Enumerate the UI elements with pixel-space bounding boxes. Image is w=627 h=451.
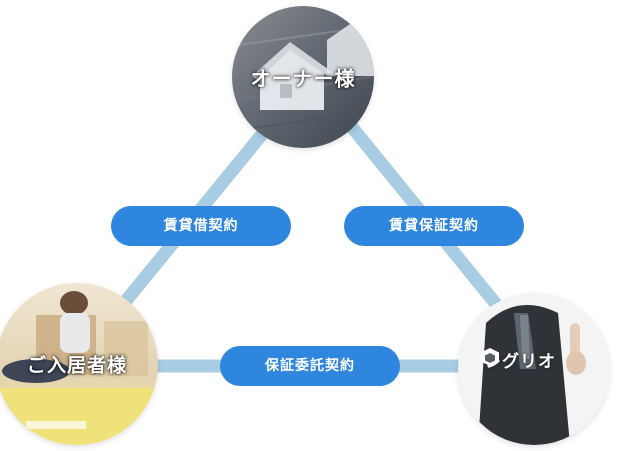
tenant-label: ご入居者様 (26, 354, 127, 377)
guarantee-consignment-contract-pill: 保証委託契約 (220, 346, 400, 386)
lease-guarantee-contract-pill: 賃貸保証契約 (344, 206, 524, 246)
tenant-node: ご入居者様 (0, 283, 158, 445)
company-logo: レグリオ (480, 347, 556, 372)
cube-logo-icon (481, 348, 499, 366)
owner-label: オーナー様 (250, 66, 356, 91)
businessman-photo (458, 293, 610, 445)
tenant-photo (0, 283, 158, 445)
house-photo (232, 6, 374, 148)
company-label: レグリオ (484, 352, 556, 372)
company-node: レグリオ (458, 293, 610, 445)
lease-contract-pill: 賃貸借契約 (111, 206, 291, 246)
owner-node: オーナー様 (232, 6, 374, 148)
